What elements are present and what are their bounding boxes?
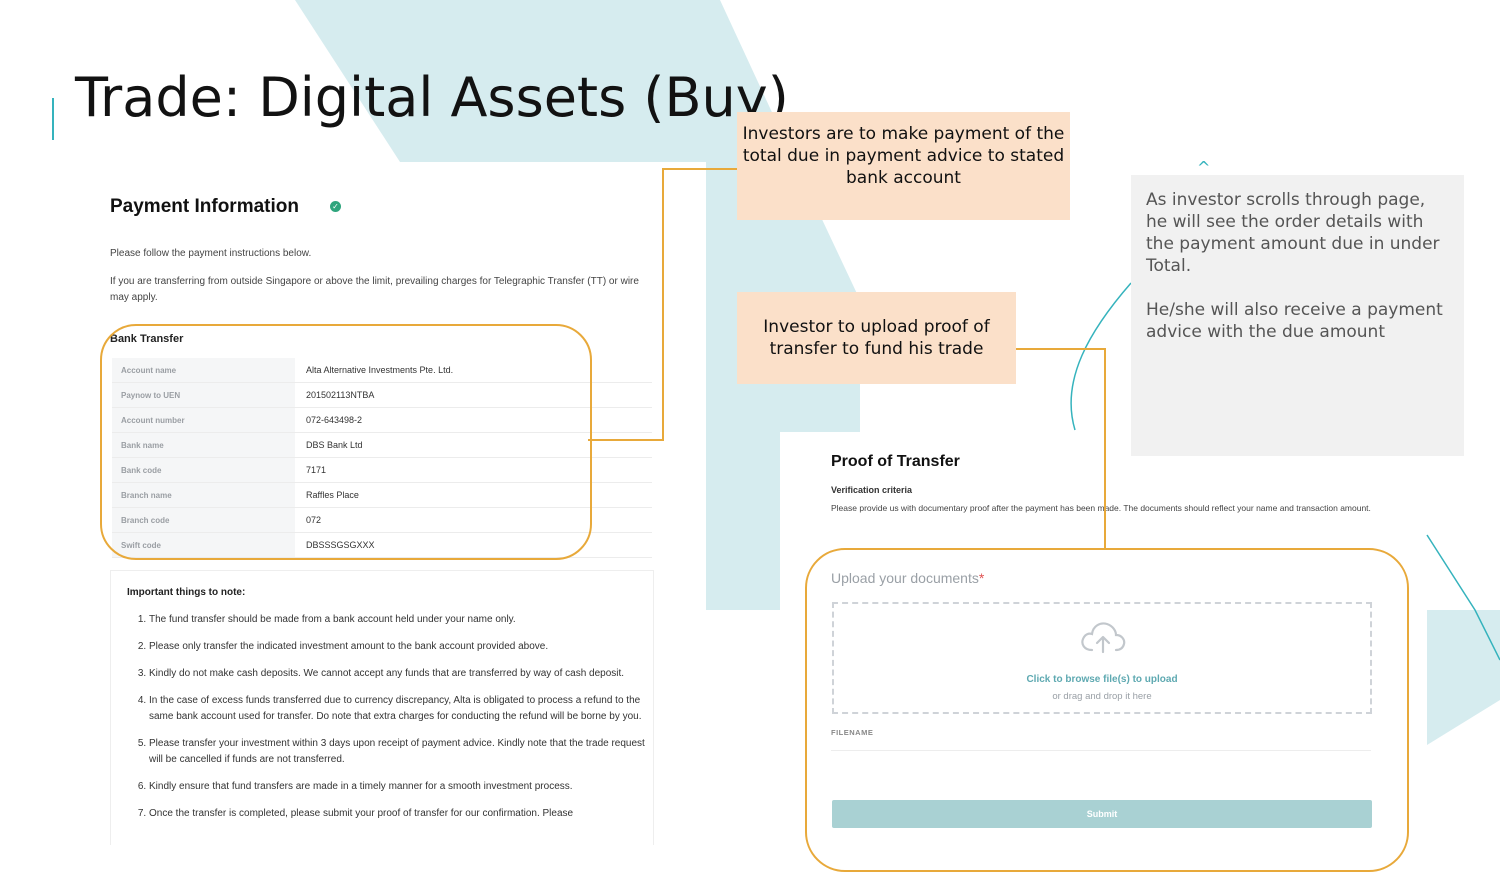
verification-description: Please provide us with documentary proof… bbox=[831, 503, 1371, 513]
upload-label-text: Upload your documents bbox=[831, 570, 979, 586]
list-item: In the case of excess funds transferred … bbox=[149, 693, 659, 725]
required-mark: * bbox=[978, 570, 985, 586]
list-item: Kindly ensure that fund transfers are ma… bbox=[149, 779, 659, 795]
callout-upload: Investor to upload proof of transfer to … bbox=[737, 292, 1016, 384]
proof-of-transfer-title: Proof of Transfer bbox=[831, 453, 960, 470]
submit-button[interactable]: Submit bbox=[832, 800, 1372, 828]
caret-up-icon: ^ bbox=[1197, 158, 1211, 177]
row-value: DBS Bank Ltd bbox=[295, 432, 652, 458]
upload-highlight bbox=[805, 548, 1409, 872]
bg-teal-curve bbox=[1070, 282, 1132, 431]
bank-transfer-highlight bbox=[100, 324, 592, 560]
row-value: DBSSSGSGXXX bbox=[295, 532, 652, 558]
list-item: The fund transfer should be made from a … bbox=[149, 612, 659, 628]
callout-scroll-text-2: He/she will also receive a payment advic… bbox=[1146, 300, 1443, 342]
title-accent-bar bbox=[52, 98, 54, 140]
row-value: 201502113NTBA bbox=[295, 382, 652, 408]
important-notes-list: The fund transfer should be made from a … bbox=[127, 612, 659, 833]
file-dropzone[interactable] bbox=[832, 602, 1372, 714]
row-value: 072 bbox=[295, 507, 652, 533]
important-notes-title: Important things to note: bbox=[127, 587, 246, 598]
payment-info-title: Payment Information bbox=[110, 196, 299, 217]
row-label: Account number bbox=[112, 407, 295, 433]
connector-payment-bottom bbox=[588, 439, 664, 441]
row-label: Bank code bbox=[112, 457, 295, 483]
important-notes-box bbox=[110, 570, 654, 845]
bg-teal-diagonal bbox=[1426, 534, 1500, 661]
list-item: Once the transfer is completed, please s… bbox=[149, 806, 659, 822]
background-shapes bbox=[295, 0, 1500, 745]
bg-teal-triangle-right bbox=[1427, 610, 1500, 745]
row-label: Bank name bbox=[112, 432, 295, 458]
slide-title: Trade: Digital Assets (Buy) bbox=[75, 66, 789, 129]
filename-column-header: FILENAME bbox=[831, 728, 874, 737]
verification-criteria-label: Verification criteria bbox=[831, 485, 913, 495]
connector-payment-vertical bbox=[662, 168, 664, 441]
callout-scroll-info: As investor scrolls through page, he wil… bbox=[1131, 175, 1464, 456]
filename-divider bbox=[831, 750, 1371, 751]
connector-upload-horizontal bbox=[1016, 348, 1106, 350]
check-circle-icon: ✓ bbox=[330, 201, 341, 212]
connector-upload-vertical bbox=[1104, 348, 1106, 550]
row-label: Branch name bbox=[112, 482, 295, 508]
bg-teal-band-left bbox=[706, 162, 860, 610]
callout-payment: Investors are to make payment of the tot… bbox=[737, 112, 1070, 220]
upload-documents-label: Upload your documents* bbox=[831, 570, 984, 586]
drag-drop-hint: or drag and drop it here bbox=[1052, 691, 1152, 702]
list-item: Kindly do not make cash deposits. We can… bbox=[149, 666, 659, 682]
row-value: Alta Alternative Investments Pte. Ltd. bbox=[295, 358, 652, 383]
row-label: Paynow to UEN bbox=[112, 382, 295, 408]
row-value: Raffles Place bbox=[295, 482, 652, 508]
payment-instruction: Please follow the payment instructions b… bbox=[110, 248, 312, 259]
row-label: Account name bbox=[112, 358, 295, 383]
row-value: 7171 bbox=[295, 457, 652, 483]
row-value: 072-643498-2 bbox=[295, 407, 652, 433]
connector-payment-top bbox=[662, 168, 738, 170]
browse-files-link[interactable]: Click to browse file(s) to upload bbox=[1026, 674, 1178, 685]
callout-scroll-text-1: As investor scrolls through page, he wil… bbox=[1146, 190, 1440, 276]
list-item: Please only transfer the indicated inves… bbox=[149, 639, 659, 655]
payment-limit-note: If you are transferring from outside Sin… bbox=[110, 276, 639, 303]
list-item: Please transfer your investment within 3… bbox=[149, 736, 659, 768]
row-label: Swift code bbox=[112, 532, 295, 558]
row-label: Branch code bbox=[112, 507, 295, 533]
bg-teal-band-top bbox=[295, 0, 795, 162]
cloud-upload-icon bbox=[1081, 622, 1126, 654]
